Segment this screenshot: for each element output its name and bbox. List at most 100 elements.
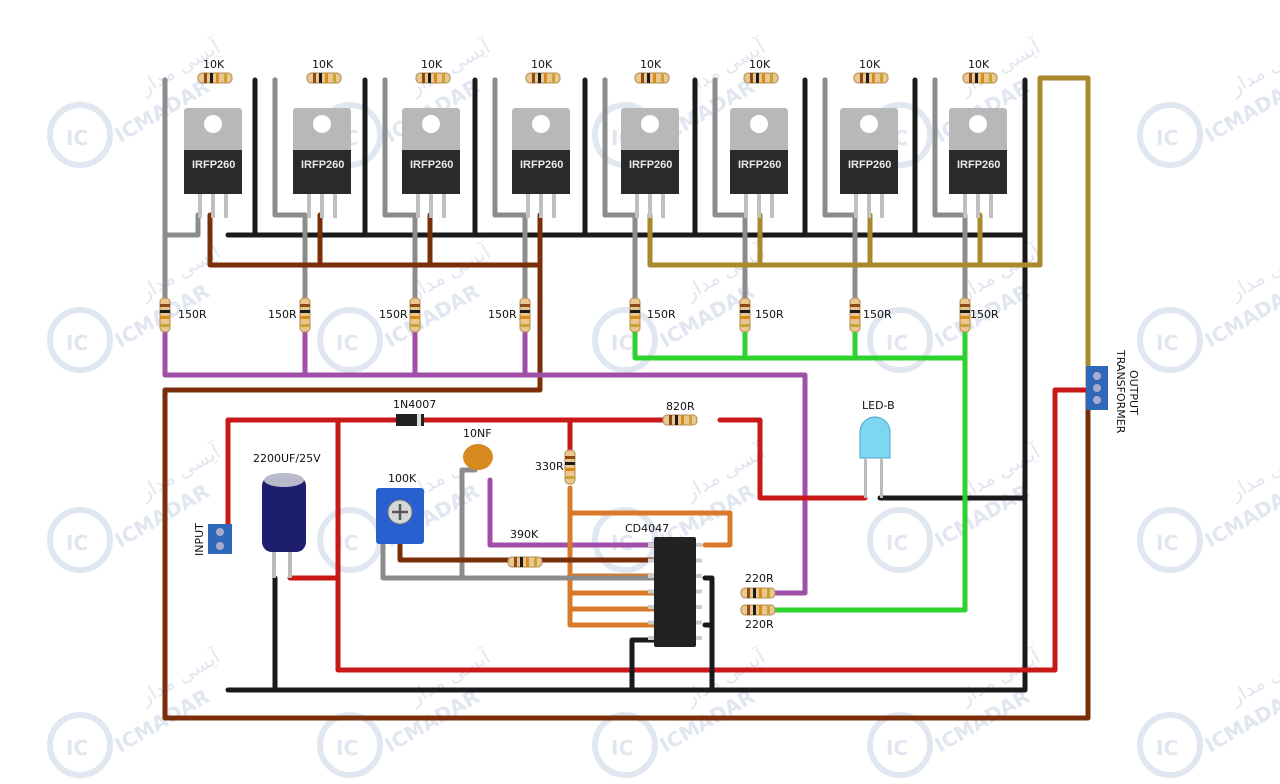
mosfet-irfp260: IRFP260 (840, 108, 898, 218)
potentiometer-100k (376, 488, 424, 544)
watermark-badge: IC (1156, 736, 1178, 760)
mosfet-irfp260: IRFP260 (402, 108, 460, 218)
mosfet-irfp260: IRFP260 (293, 108, 351, 218)
mosfet-label: IRFP260 (957, 159, 1000, 171)
resistor-220r-b-label: 220R (745, 618, 774, 631)
resistor-150r: 150R (739, 297, 784, 333)
mosfet-irfp260: IRFP260 (184, 108, 242, 218)
resistor-10k-label: 10K (312, 58, 334, 71)
watermark-badge: IC (1156, 531, 1178, 555)
wire-source-gnd (225, 232, 1028, 693)
wire-green (632, 327, 968, 613)
watermark-badge: IC (886, 736, 908, 760)
resistor-220r-b (740, 604, 776, 616)
resistor-220r-a-label: 220R (745, 572, 774, 585)
resistor-10k: 10K (743, 58, 779, 84)
mosfet-irfp260: IRFP260 (949, 108, 1007, 218)
resistor-10k: 10K (306, 58, 342, 84)
resistor-10k-label: 10K (203, 58, 225, 71)
resistor-10k-label: 10K (968, 58, 990, 71)
resistor-150r-label: 150R (863, 308, 892, 321)
watermark-badge: IC (1156, 126, 1178, 150)
resistor-150r-label: 150R (268, 308, 297, 321)
mosfet-irfp260: IRFP260 (621, 108, 679, 218)
input-label: INPUT (193, 523, 206, 556)
mosfet-label: IRFP260 (848, 159, 891, 171)
mosfet-label: IRFP260 (629, 159, 672, 171)
resistor-150r-label: 150R (178, 308, 207, 321)
wire-brown-pot (397, 542, 658, 563)
watermark-badge: IC (886, 331, 908, 355)
watermark-badge: IC (66, 126, 88, 150)
watermark-badge: IC (611, 331, 633, 355)
mosfet-label: IRFP260 (301, 159, 344, 171)
watermark-badge: IC (336, 531, 358, 555)
mosfet-label: IRFP260 (192, 159, 235, 171)
resistor-150r: 150R (488, 297, 531, 333)
resistor-150r: 150R (629, 297, 676, 333)
wire-brown-drain-a (162, 212, 1091, 721)
capacitor-2200uf (262, 473, 306, 578)
resistor-150r-label: 150R (970, 308, 999, 321)
resistor-10k-label: 10K (749, 58, 771, 71)
watermark-badge: IC (66, 736, 88, 760)
watermark-badge: IC (1156, 331, 1178, 355)
resistor-150r-label: 150R (379, 308, 408, 321)
wire-olive-drain-b (647, 75, 1091, 388)
resistor-220r-a (740, 587, 776, 599)
watermark-badge: IC (611, 736, 633, 760)
resistor-390k-label: 390K (510, 528, 539, 541)
mosfet-label: IRFP260 (520, 159, 563, 171)
led-label: LED-B (862, 399, 895, 412)
resistor-150r: 150R (268, 297, 311, 333)
mosfet-row: IRFP260 IRFP260 IRFP260 IRFP260 IRFP260 IRFP2… (184, 108, 1007, 218)
watermark-badge: IC (66, 531, 88, 555)
resistor-10k-label: 10K (859, 58, 881, 71)
resistor-150r: 150R (159, 297, 207, 333)
output-terminal (1086, 366, 1108, 410)
mosfet-label: IRFP260 (738, 159, 781, 171)
resistor-150r-label: 150R (488, 308, 517, 321)
pot-label: 100K (388, 472, 417, 485)
resistor-10k-label: 10K (421, 58, 443, 71)
led-blue (859, 416, 891, 498)
resistor-150r: 150R (849, 297, 892, 333)
output-label-2: TRANSFORMER (1114, 349, 1127, 434)
watermark-badge: IC (336, 331, 358, 355)
capacitor-10nf-label: 10NF (463, 427, 492, 440)
resistor-390k (507, 556, 543, 568)
ic-label: CD4047 (625, 522, 669, 535)
capacitor-10nf (463, 444, 493, 470)
mosfet-irfp260: IRFP260 (730, 108, 788, 218)
output-label-1: OUTPUT (1127, 370, 1140, 415)
resistor-10k-label: 10K (640, 58, 662, 71)
resistor-820r-label: 820R (666, 400, 695, 413)
wire-black-ic (272, 575, 715, 693)
diode-1n4007 (396, 414, 424, 426)
diode-label: 1N4007 (393, 398, 436, 411)
resistor-10k: 10K (197, 58, 233, 84)
capacitor-2200uf-label: 2200UF/25V (253, 452, 321, 465)
mosfet-label: IRFP260 (410, 159, 453, 171)
wire-gray (162, 77, 968, 303)
resistor-150r-label: 150R (647, 308, 676, 321)
resistor-330r-label: 330R (535, 460, 564, 473)
resistor-10k: 10K (962, 58, 998, 84)
resistor-150r: 150R (959, 297, 999, 333)
wires (162, 75, 1091, 721)
wire-red (225, 387, 1091, 673)
mosfet-irfp260: IRFP260 (512, 108, 570, 218)
watermark-badge: IC (336, 736, 358, 760)
watermark-badge: IC (886, 531, 908, 555)
